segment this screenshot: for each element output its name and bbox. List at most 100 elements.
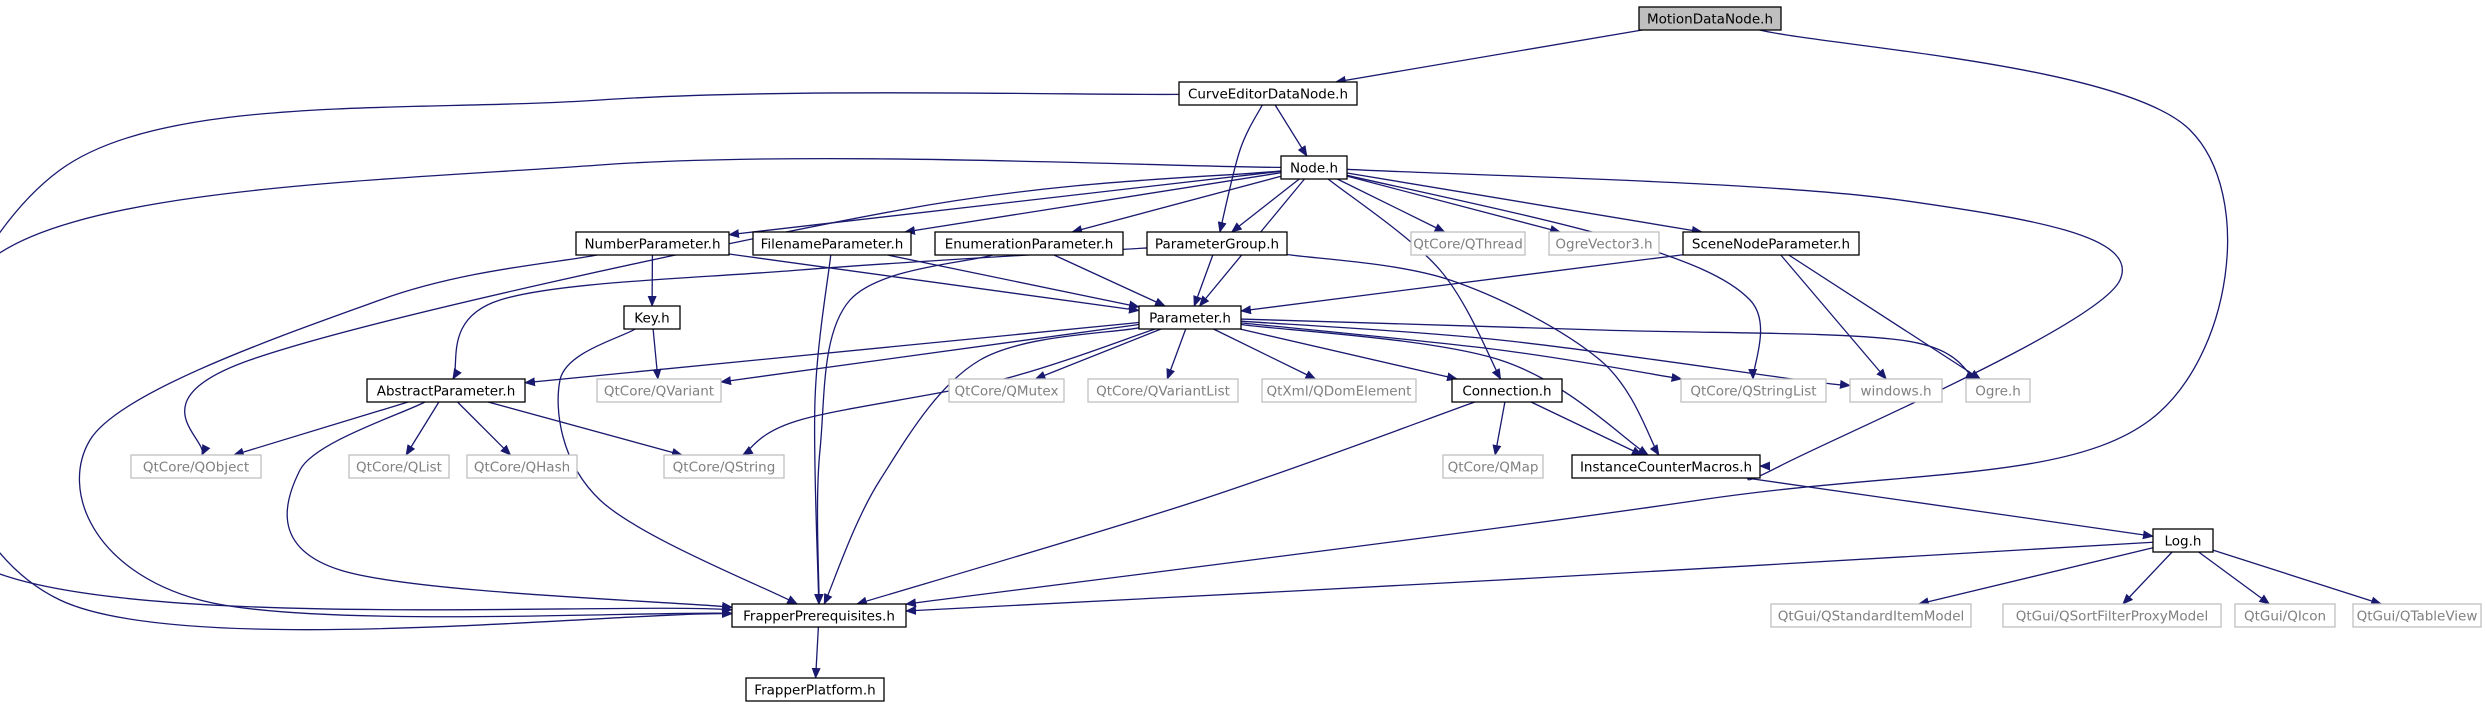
node-label: QtGui/QTableView [2357,609,2478,625]
node-log[interactable]: Log.h [2152,528,2214,553]
edge-line [823,327,1140,605]
node-qmap: QtCore/QMap [1442,454,1544,479]
edge-curveeditordatanode-to-frapperprerequisites [0,92,1180,614]
node-curveeditordatanode[interactable]: CurveEditorDataNode.h [1178,81,1358,106]
node-box [1682,231,1860,256]
node-label: Key.h [634,311,669,327]
edge-abstractparameter-to-qhash [457,401,512,456]
node-qhash: QtCore/QHash [466,454,578,479]
node-label: QtGui/QIcon [2244,609,2326,625]
node-box [348,454,450,479]
edge-parametergroup-to-abstractparameter [452,247,1148,380]
edge-enumerationparameter-to-parameter [1053,254,1166,307]
node-box [1146,231,1288,256]
node-frapperprerequisites[interactable]: FrapperPrerequisites.h [731,603,907,628]
edge-line [1337,178,1446,233]
edge-line [1780,254,1887,380]
node-parametergroup[interactable]: ParameterGroup.h [1146,231,1288,256]
node-numberparameter[interactable]: NumberParameter.h [575,231,730,256]
edge-line [2198,551,2271,605]
node-label: windows.h [1860,384,1931,400]
node-box [1451,378,1563,403]
node-box [1571,454,1761,479]
node-label: QtCore/QMap [1448,460,1539,476]
edge-parameter-to-instancecountermacros [1240,323,1649,456]
edge-line [1274,104,1308,157]
edge-line [487,401,683,457]
edge-line [1240,322,1683,382]
node-box [1138,305,1242,330]
node-box [2152,528,2214,553]
edge-log-to-qstandarditemmodel [1917,547,2154,607]
node-label: SceneNodeParameter.h [1692,237,1850,253]
edge-node-to-ogrevector3 [1346,175,1562,234]
node-box [1087,378,1239,403]
node-motiondatanode[interactable]: MotionDataNode.h [1638,6,1782,31]
edge-node-to-frapperprerequisites [0,157,1282,631]
node-scenenodeparameter[interactable]: SceneNodeParameter.h [1682,231,1860,256]
node-qstringlist: QtCore/QStringList [1680,378,1827,403]
edge-line [1346,175,1562,234]
node-box [1442,454,1544,479]
node-filenameparameter[interactable]: FilenameParameter.h [752,231,912,256]
node-box [1638,6,1782,31]
node-box [2002,603,2222,628]
edge-line [1327,178,1502,380]
edge-line [1240,318,1977,380]
edge-line [1239,328,1459,382]
edge-line [728,170,1282,239]
node-key[interactable]: Key.h [623,305,681,330]
edge-parametergroup-to-parameter [1193,254,1214,307]
edge-line [1346,172,1703,235]
node-parameter[interactable]: Parameter.h [1138,305,1242,330]
node-qmutex: QtCore/QMutex [948,378,1065,403]
node-windows: windows.h [1849,378,1943,403]
edge-line [1746,477,2154,540]
edge-node-to-connection [1327,178,1502,380]
node-label: FrapperPlatform.h [754,683,875,699]
node-box [731,603,907,628]
edge-curveeditordatanode-to-parametergroup [1217,104,1263,233]
edge-connection-to-qmap [1492,401,1506,456]
node-qthread: QtCore/QThread [1410,231,1526,256]
node-box [130,454,262,479]
node-label: FrapperPrerequisites.h [743,609,895,625]
edge-curveeditordatanode-to-node [1274,104,1308,157]
node-qicon: QtGui/QIcon [2234,603,2336,628]
node-box [934,231,1124,256]
edge-parameter-to-qdomelement [1213,328,1317,380]
edge-node-to-numberparameter [728,170,1282,239]
node-qlist: QtCore/QList [348,454,450,479]
node-instancecountermacros[interactable]: InstanceCounterMacros.h [1571,454,1761,479]
node-box [948,378,1065,403]
edge-line [1053,254,1166,307]
edge-node-to-parametergroup [1230,178,1300,233]
edge-line [1193,254,1214,307]
edge-line [903,172,1282,235]
node-enumerationparameter[interactable]: EnumerationParameter.h [934,231,1124,256]
edge-line [1213,328,1317,380]
edge-enumerationparameter-to-frapperprerequisites [814,254,993,605]
node-label: CurveEditorDataNode.h [1188,87,1348,103]
node-frapperplatform[interactable]: FrapperPlatform.h [745,677,885,702]
node-label: QtCore/QVariant [604,384,714,400]
edge-line [1071,175,1282,234]
edge-frapperprerequisites-to-frapperplatform [811,626,821,679]
node-label: ParameterGroup.h [1155,237,1279,253]
edge-node-to-scenenodeparameter [1346,172,1703,235]
node-connection[interactable]: Connection.h [1451,378,1563,403]
node-abstractparameter[interactable]: AbstractParameter.h [366,378,526,403]
node-node[interactable]: Node.h [1280,155,1348,180]
edge-parameter-to-windows [1240,320,1851,389]
edge-line [405,401,440,456]
node-box [1965,378,2031,403]
edges-layer [0,29,2383,679]
node-box [1410,231,1526,256]
node-box [596,378,722,403]
node-label: QtGui/QSortFilterProxyModel [2016,609,2208,625]
edge-line [1346,174,1762,380]
node-box [1548,231,1660,256]
node-qvariant: QtCore/QVariant [596,378,722,403]
node-label: Ogre.h [1975,384,2021,400]
